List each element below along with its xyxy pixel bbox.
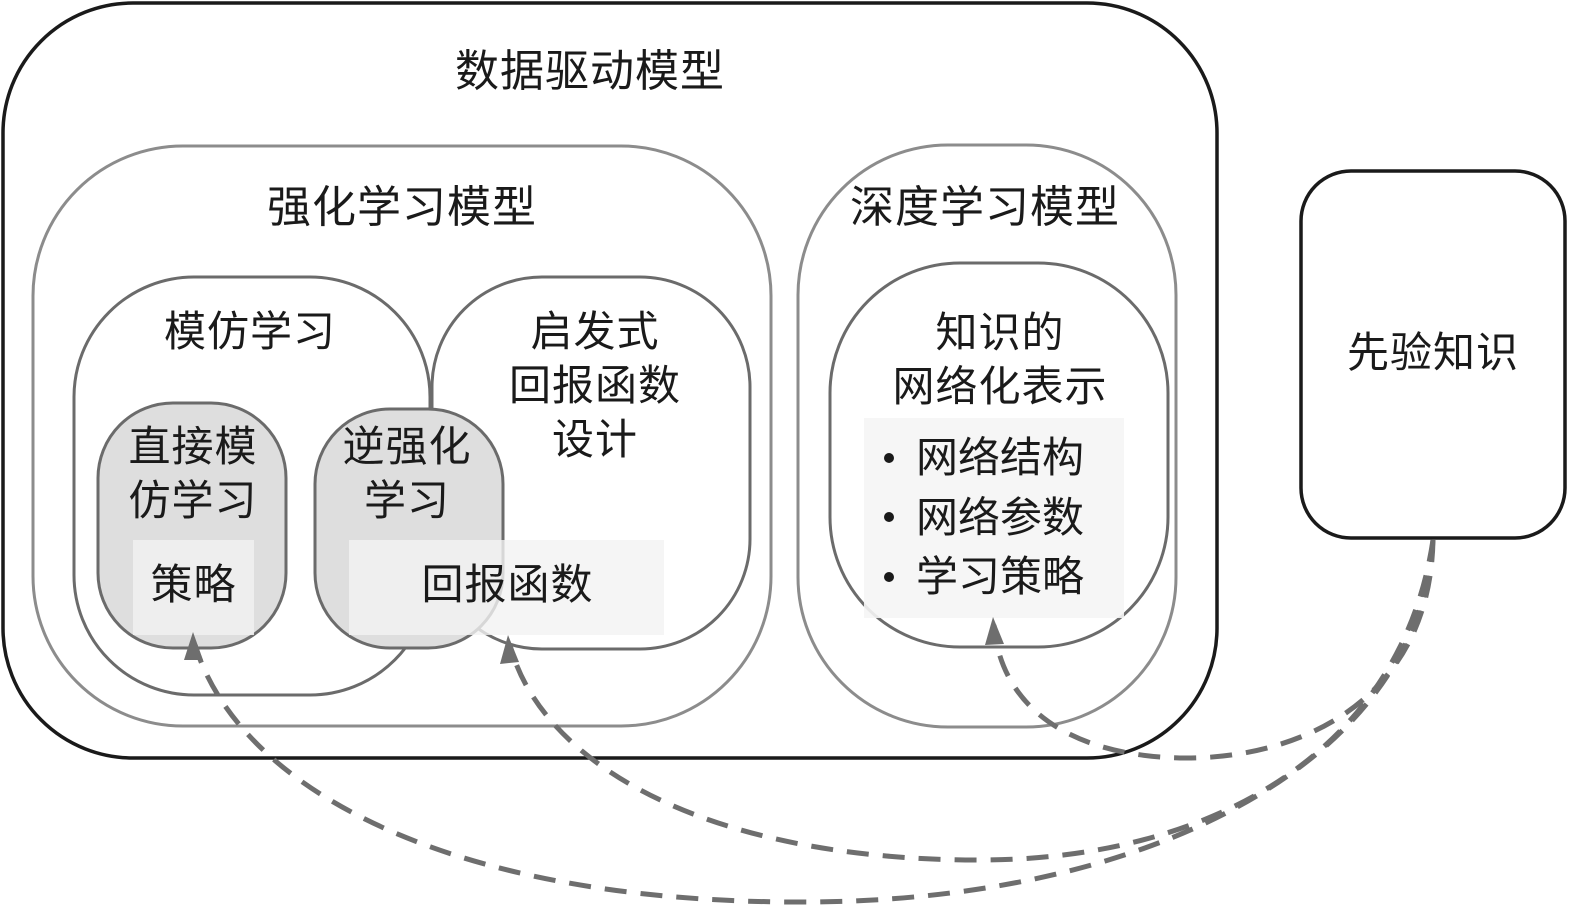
heuristic-reward-label: 启发式 回报函数 设计 — [480, 305, 710, 466]
policy-shade — [133, 540, 254, 635]
network-item: 学习策略 — [866, 547, 1084, 607]
network-item-text: 网络参数 — [916, 492, 1085, 542]
imitation-learning-title: 模仿学习 — [163, 307, 336, 356]
prior-knowledge-box — [1299, 169, 1567, 540]
heuristic-line-2: 回报函数 — [508, 360, 681, 410]
prior-knowledge-title: 先验知识 — [1346, 328, 1519, 377]
arrowhead-network — [985, 617, 1004, 645]
edge-prior-to-reward — [507, 539, 1436, 863]
inverse-rl-line-2: 学习 — [363, 475, 450, 525]
edge-prior-to-network — [991, 539, 1436, 761]
network-repr-line-2: 网络化表示 — [892, 361, 1108, 411]
arrowhead-policy — [184, 632, 203, 660]
inverse-rl-line-1: 逆强化 — [342, 422, 472, 471]
direct-imitation-label: 直接模 仿学习 — [108, 420, 278, 528]
network-item: 网络参数 — [866, 488, 1084, 548]
inverse-rl-label: 逆强化 学习 — [322, 420, 492, 528]
data-driven-model-title: 数据驱动模型 — [455, 46, 725, 97]
network-items-shade — [864, 418, 1124, 618]
bullet-icon — [884, 512, 894, 523]
network-item-text: 网络结构 — [916, 433, 1085, 482]
direct-imitation-line-2: 仿学习 — [128, 475, 258, 525]
reward-function-shade — [349, 540, 664, 635]
arrowhead-reward — [500, 635, 519, 664]
direct-imitation-line-1: 直接模 — [128, 422, 258, 471]
network-repr-line-1: 知识的 — [935, 308, 1065, 357]
heuristic-line-1: 启发式 — [530, 307, 660, 356]
bullet-icon — [884, 572, 894, 583]
network-items-list: 网络结构 网络参数 学习策略 — [866, 428, 1084, 607]
network-item-text: 学习策略 — [916, 552, 1085, 602]
rl-model-title: 强化学习模型 — [267, 182, 537, 233]
policy-label: 策略 — [150, 560, 237, 609]
heuristic-line-3: 设计 — [551, 414, 638, 464]
reward-function-label: 回报函数 — [421, 560, 594, 609]
network-repr-label: 知识的 网络化表示 — [860, 306, 1140, 414]
bullet-icon — [884, 452, 894, 463]
network-item: 网络结构 — [866, 428, 1084, 488]
dl-model-title: 深度学习模型 — [850, 182, 1120, 233]
